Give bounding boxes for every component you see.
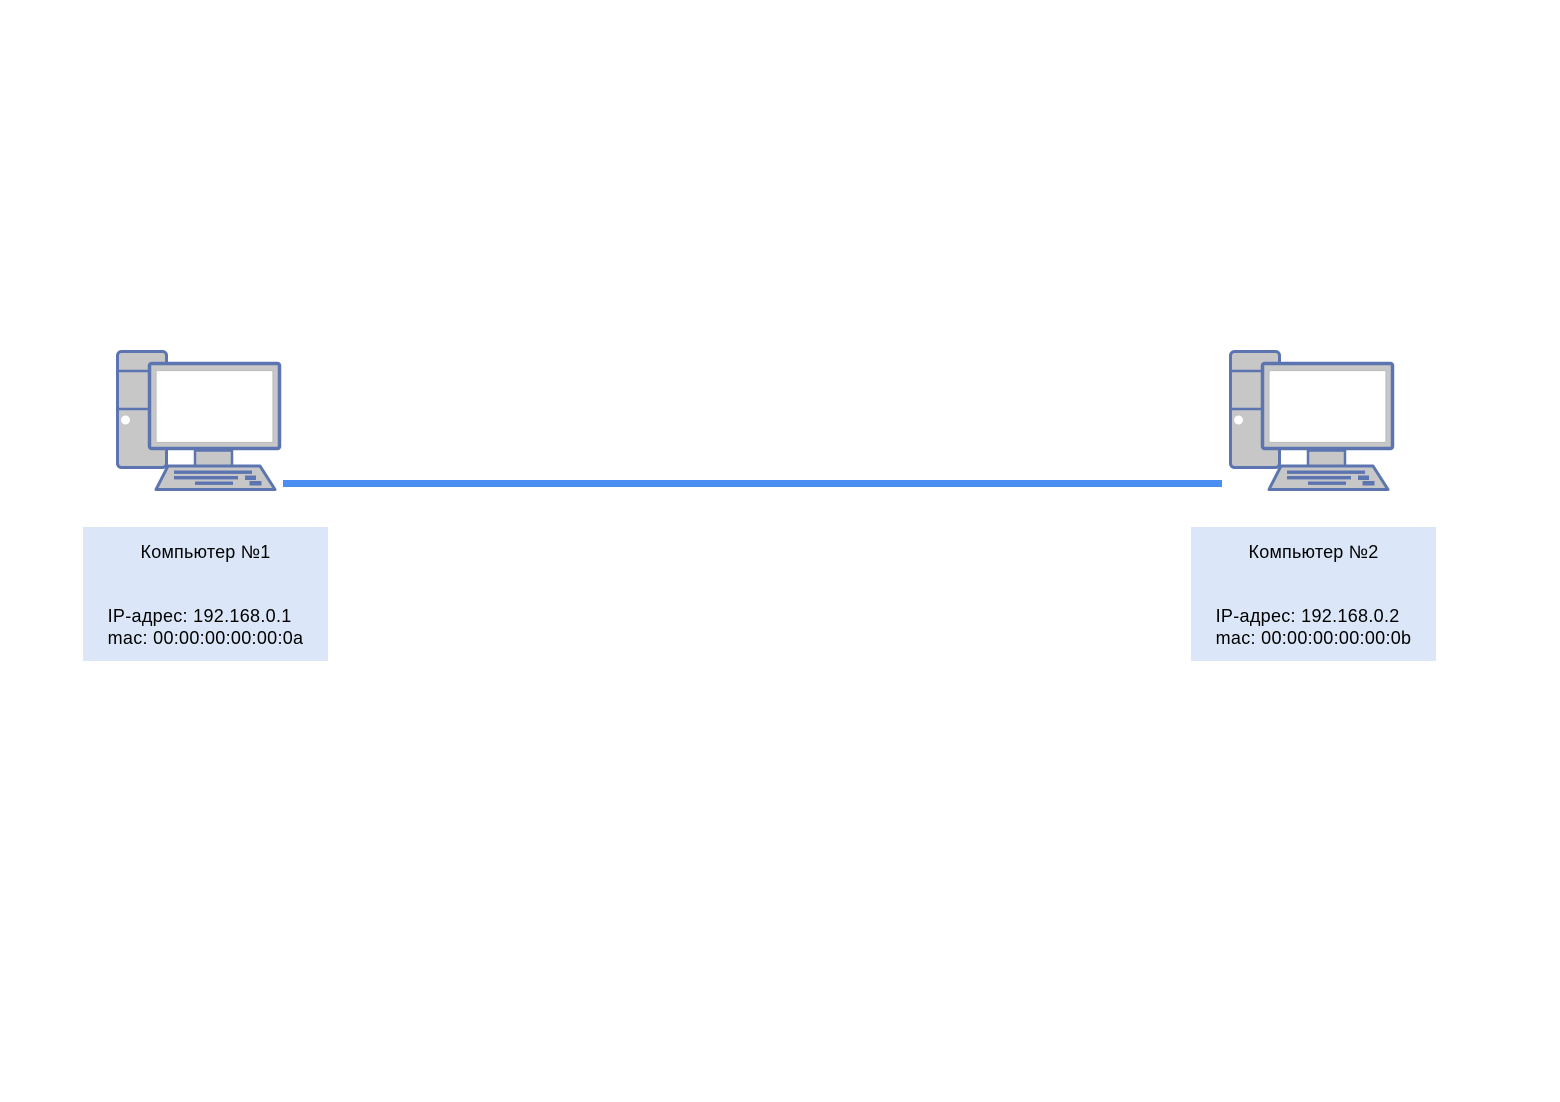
computer-1-icon	[115, 349, 282, 492]
computer-1-mac-address: mac: 00:00:00:00:00:0a	[107, 628, 304, 648]
computer-2-mac-address: mac: 00:00:00:00:00:0b	[1215, 628, 1412, 648]
computer-2-icon	[1228, 349, 1395, 492]
computer-1-label-box: Компьютер №1 IP-адрес: 192.168.0.1 mac: …	[83, 527, 328, 661]
network-link-line	[283, 480, 1222, 487]
computer-2-ip-address: IP-адрес: 192.168.0.2	[1215, 606, 1400, 626]
computer-2-title: Компьютер №2	[1248, 542, 1379, 562]
computer-1-title: Компьютер №1	[140, 542, 271, 562]
computer-1-ip-address: IP-адрес: 192.168.0.1	[107, 606, 292, 626]
computer-2-details: IP-адрес: 192.168.0.2 mac: 00:00:00:00:0…	[1216, 605, 1412, 649]
computer-2-label-box: Компьютер №2 IP-адрес: 192.168.0.2 mac: …	[1191, 527, 1436, 661]
computer-1-details: IP-адрес: 192.168.0.1 mac: 00:00:00:00:0…	[108, 605, 304, 649]
